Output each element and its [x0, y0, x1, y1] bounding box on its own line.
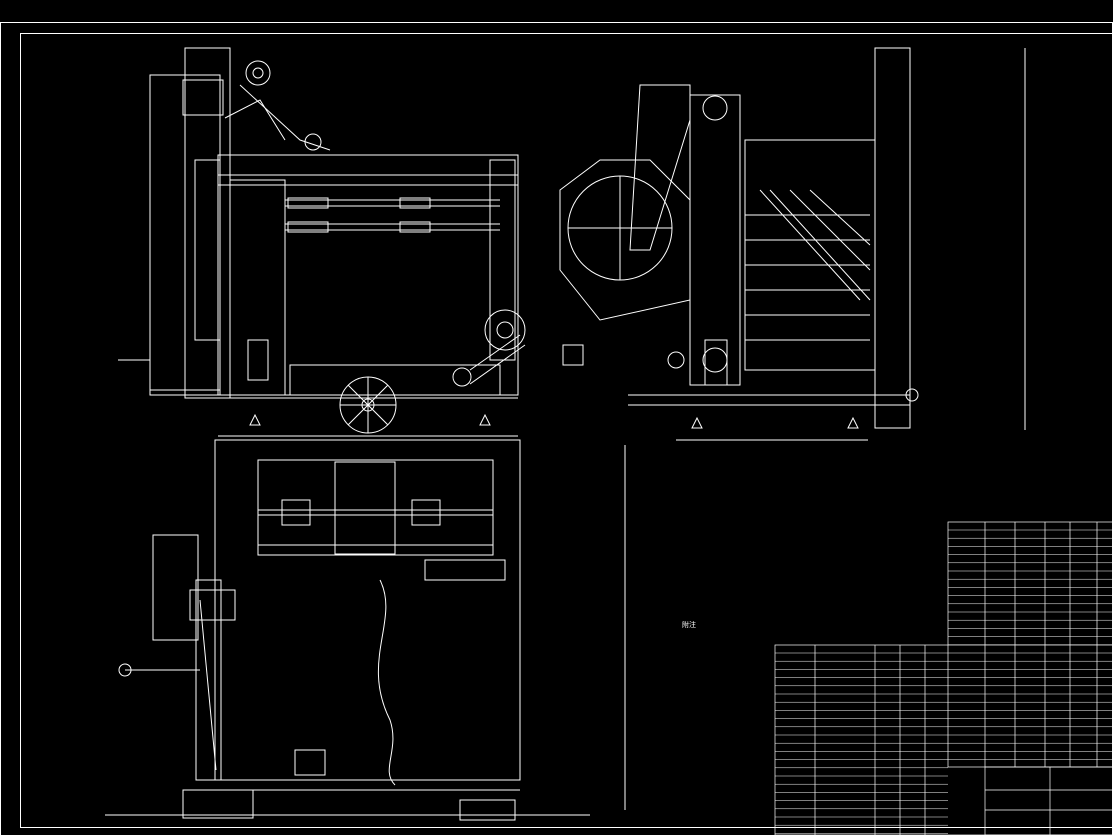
- inner-frame: [20, 33, 1113, 828]
- notes-title: 附注: [682, 621, 696, 629]
- parts-list: [774, 521, 1113, 836]
- outer-frame: [0, 22, 1113, 836]
- front-view: [118, 47, 526, 437]
- parts-list-rows: [775, 529, 1113, 834]
- side-view: [559, 47, 1026, 441]
- plan-view: [105, 439, 626, 821]
